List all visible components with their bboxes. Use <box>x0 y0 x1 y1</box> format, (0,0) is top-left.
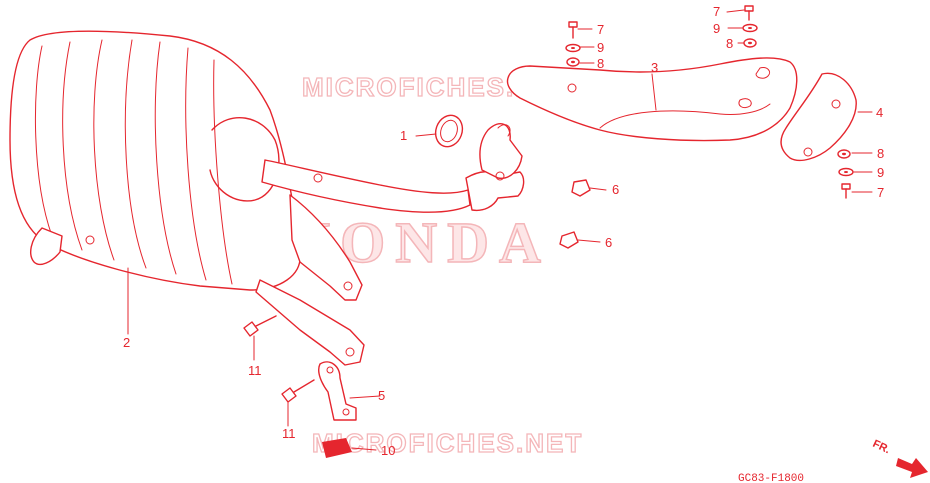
callout-3: 3 <box>651 60 658 75</box>
callout-11-lower: 11 <box>282 426 296 441</box>
callout-8-right: 8 <box>877 146 884 161</box>
callout-7-left: 7 <box>597 22 604 37</box>
fasteners <box>243 5 854 458</box>
callout-10: 10 <box>381 443 395 458</box>
leader-lines <box>127 9 873 451</box>
front-arrow: FR. <box>871 438 928 478</box>
heat-protector-part-3[interactable] <box>506 57 798 142</box>
muffler-bracket[interactable] <box>255 194 365 366</box>
muffler-part-2[interactable] <box>9 30 301 291</box>
exhaust-pipe[interactable] <box>261 122 525 213</box>
callout-7-top: 7 <box>713 4 720 19</box>
callout-6-lower: 6 <box>605 235 612 250</box>
callout-7-right: 7 <box>877 185 884 200</box>
callout-2: 2 <box>123 335 130 350</box>
callout-4: 4 <box>876 105 883 120</box>
callout-5: 5 <box>378 388 385 403</box>
arrow-right-icon <box>896 458 928 478</box>
callout-9-left: 9 <box>597 40 604 55</box>
front-label: FR. <box>871 438 892 456</box>
gasket-part-1[interactable] <box>431 112 466 151</box>
callout-8-top: 8 <box>726 36 733 51</box>
callout-9-right: 9 <box>877 165 884 180</box>
callout-labels: 1 2 3 4 5 6 6 7 7 7 8 8 8 9 9 9 10 11 11 <box>123 4 884 458</box>
callout-11-upper: 11 <box>248 363 262 378</box>
heat-protector-part-4[interactable] <box>780 72 857 162</box>
diagram-code: GC83-F1800 <box>738 473 804 483</box>
watermark-bottom: MICROFICHES.NET <box>312 428 583 458</box>
callout-1: 1 <box>400 128 407 143</box>
callout-8-left: 8 <box>597 56 604 71</box>
callout-9-top: 9 <box>713 21 720 36</box>
callout-6-upper: 6 <box>612 182 619 197</box>
